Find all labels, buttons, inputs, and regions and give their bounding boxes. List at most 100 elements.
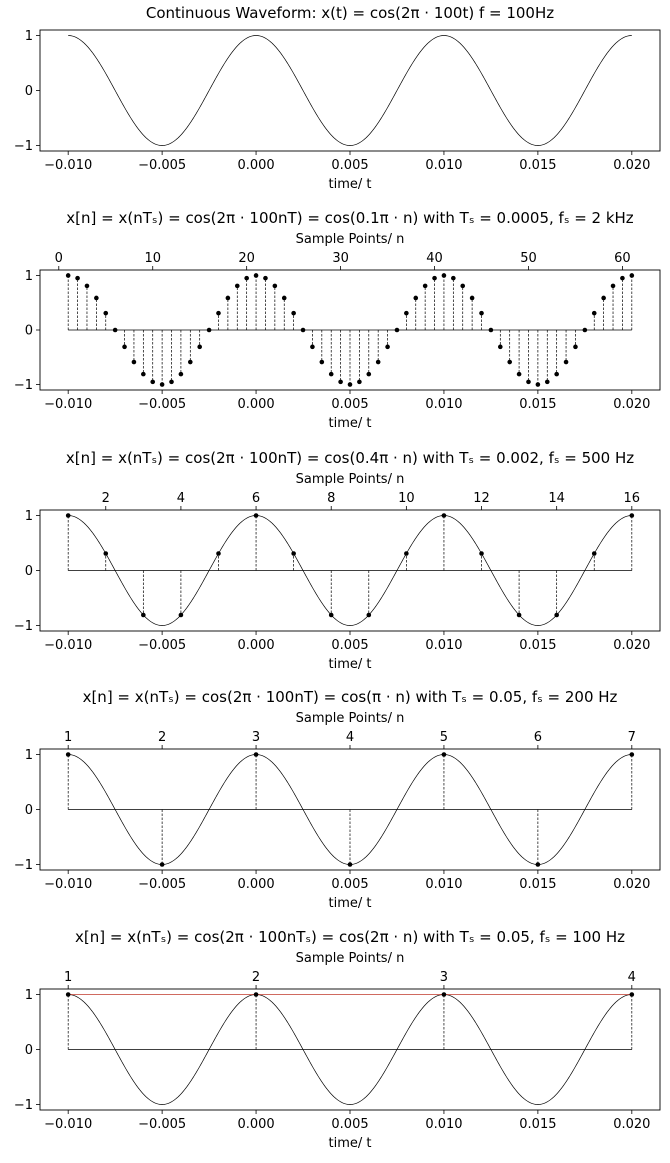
sample-point [516, 612, 522, 618]
sample-point [84, 283, 90, 289]
sample-point [554, 612, 559, 618]
sample-point [65, 513, 71, 518]
top-tick-label: 30 [332, 251, 349, 266]
waveform-line [68, 35, 632, 146]
sample-point [159, 862, 165, 867]
chart-title: x[n] = x(nTₛ) = cos(2π · 100nT) = cos(0.… [66, 209, 634, 227]
top-tick-label: 0 [55, 251, 63, 266]
sample-point [357, 379, 362, 385]
sample-point [404, 551, 409, 556]
x-tick-label: −0.005 [138, 158, 186, 173]
y-tick-label: −1 [14, 1098, 33, 1113]
sample-point [141, 612, 146, 618]
sample-point [347, 862, 353, 867]
sample-point [469, 295, 475, 301]
top-tick-label: 3 [440, 970, 448, 985]
sample-point [328, 371, 334, 377]
y-tick-label: 0 [25, 1043, 33, 1058]
sample-point [488, 327, 494, 333]
sample-point [103, 310, 109, 316]
sample-point [328, 612, 334, 618]
top-tick-label: 3 [252, 730, 260, 745]
x-tick-label: −0.005 [138, 877, 186, 892]
sample-point [178, 371, 184, 377]
sample-point [441, 752, 447, 757]
chart-title: x[n] = x(nTₛ) = cos(2π · 100nT) = cos(0.… [66, 449, 634, 467]
y-tick-label: 1 [25, 988, 33, 1003]
sample-point [263, 275, 268, 281]
x-tick-label: 0.020 [613, 397, 650, 412]
sample-point [206, 327, 212, 333]
sample-point [507, 359, 512, 365]
top-tick-label: 4 [177, 491, 185, 506]
x-tick-label: 0.005 [331, 877, 368, 892]
x-tick-label: 0.000 [237, 638, 274, 653]
x-tick-label: 0.010 [425, 877, 462, 892]
sample-point [169, 379, 174, 385]
x-tick-label: 0.005 [331, 397, 368, 412]
sample-point [451, 275, 456, 281]
sample-point [535, 862, 541, 867]
x-tick-label: 0.005 [331, 638, 368, 653]
x-tick-label: 0.000 [237, 1117, 274, 1132]
sample-point [526, 379, 531, 385]
sample-point [366, 371, 372, 377]
chart-title: Continuous Waveform: x(t) = cos(2π · 100… [146, 4, 554, 22]
x-axis-label: time/ t [329, 1136, 372, 1151]
top-tick-label: 5 [440, 730, 448, 745]
sample-point [141, 371, 146, 377]
sample-point [629, 992, 635, 997]
sample-point [422, 283, 428, 289]
sample-point [563, 359, 569, 365]
top-tick-label: 4 [346, 730, 354, 745]
sample-point [178, 612, 184, 618]
y-tick-label: −1 [14, 139, 33, 154]
y-tick-label: −1 [14, 378, 33, 393]
sample-point [65, 273, 71, 278]
x-tick-label: −0.010 [44, 158, 92, 173]
top-tick-label: 14 [548, 491, 565, 506]
y-tick-label: 0 [25, 84, 33, 99]
x-tick-label: 0.010 [425, 638, 462, 653]
sample-point [479, 310, 484, 316]
sample-point [281, 295, 287, 301]
sample-point [347, 382, 353, 387]
x-tick-label: 0.015 [519, 397, 556, 412]
sample-point [188, 359, 193, 365]
sample-point [629, 513, 635, 518]
x-tick-label: 0.020 [613, 1117, 650, 1132]
top-tick-label: 10 [144, 251, 161, 266]
sample-point [591, 310, 597, 316]
y-tick-label: 1 [25, 269, 33, 284]
x-tick-label: 0.010 [425, 397, 462, 412]
top-axis-label: Sample Points/ n [296, 711, 405, 726]
sample-point [385, 344, 390, 350]
sample-point [394, 327, 400, 333]
top-axis-label: Sample Points/ n [296, 951, 405, 966]
top-axis-label: Sample Points/ n [296, 472, 405, 487]
sample-point [338, 379, 343, 385]
sample-point [131, 359, 137, 365]
x-tick-label: −0.005 [138, 638, 186, 653]
sample-point [310, 344, 315, 350]
x-tick-label: 0.010 [425, 1117, 462, 1132]
y-tick-label: 1 [25, 509, 33, 524]
sample-point [216, 310, 221, 316]
sample-point [103, 551, 109, 556]
x-axis-label: time/ t [329, 657, 372, 672]
sample-point [112, 327, 118, 333]
y-tick-label: −1 [14, 858, 33, 873]
sample-point [253, 752, 259, 757]
sample-point [244, 275, 249, 281]
x-tick-label: 0.020 [613, 638, 650, 653]
top-tick-label: 7 [628, 730, 636, 745]
sample-point [300, 327, 306, 333]
top-tick-label: 20 [238, 251, 255, 266]
sample-point [197, 344, 202, 350]
chart-title: x[n] = x(nTₛ) = cos(2π · 100nTₛ) = cos(2… [75, 928, 625, 946]
sample-point [253, 513, 259, 518]
top-tick-label: 2 [252, 970, 260, 985]
